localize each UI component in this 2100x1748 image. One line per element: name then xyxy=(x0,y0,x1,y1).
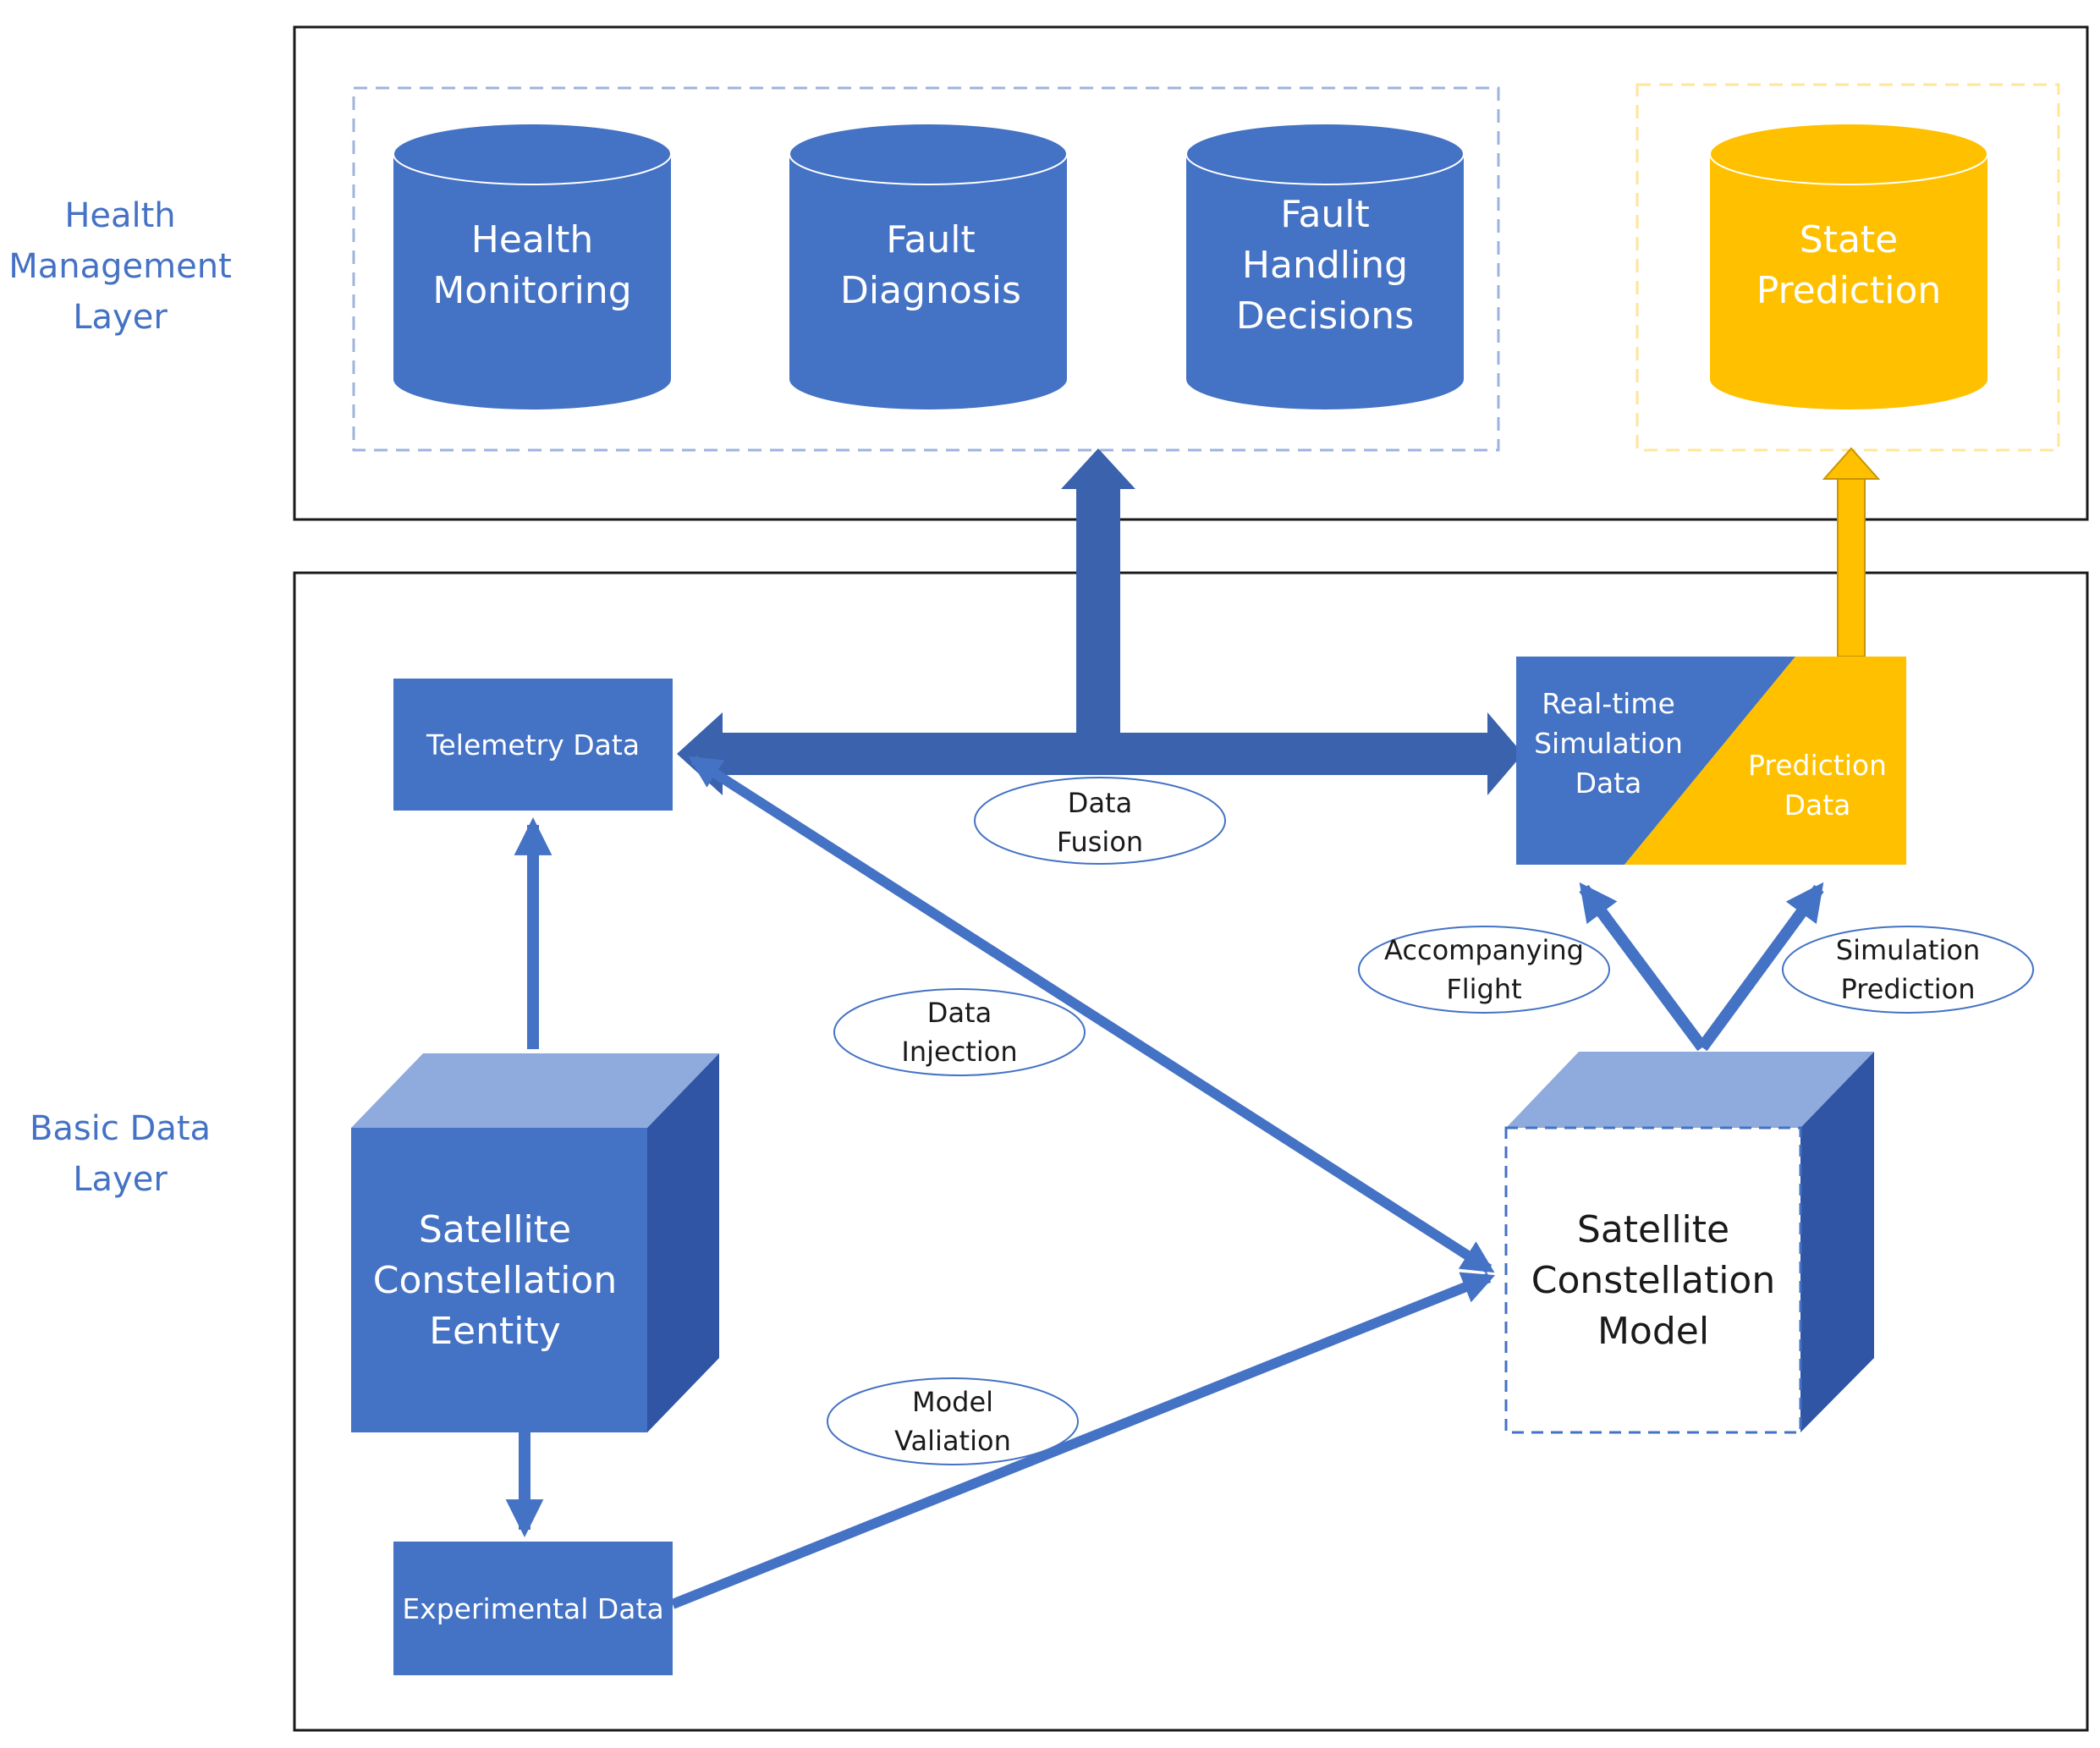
telemetry-data-label: Telemetry Data xyxy=(426,728,640,761)
simulation-prediction-arrow xyxy=(1697,882,1824,1052)
experimental-data-label: Experimental Data xyxy=(402,1592,663,1625)
health-functions-group xyxy=(352,86,1500,452)
experimental-data-node: Experimental Data xyxy=(393,1542,673,1675)
telemetry-data-node: Telemetry Data xyxy=(393,679,673,811)
state-prediction-arrow xyxy=(1822,447,1881,657)
model-validation-arrow xyxy=(670,1272,1496,1609)
data-fusion-bus xyxy=(677,448,1523,795)
basic-data-layer-frame xyxy=(293,571,2089,1732)
accompanying-flight-arrow xyxy=(1579,882,1707,1052)
data-injection-arrow xyxy=(688,755,1495,1274)
state-prediction-group xyxy=(1635,83,2060,452)
health-management-layer-frame xyxy=(293,25,2089,521)
